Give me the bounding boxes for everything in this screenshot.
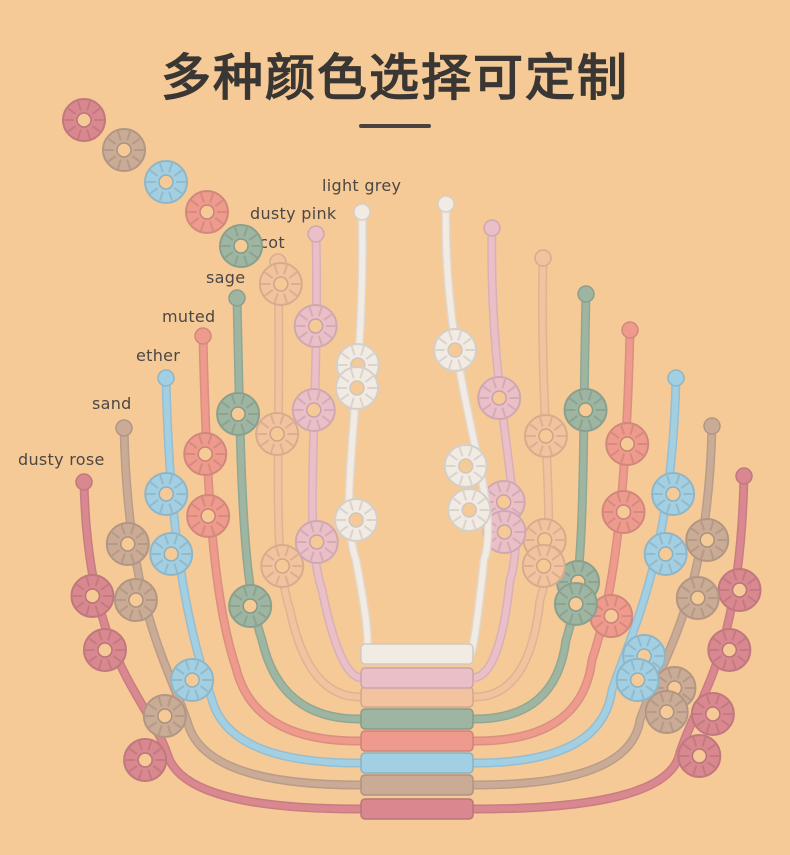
flower-clip [443,444,488,488]
title-divider [359,124,431,128]
flower-clip [144,160,188,204]
strap-dusty-rose [62,98,762,820]
strap-muted [183,190,650,752]
strap-connector-bar [360,752,474,774]
flower-clip [521,544,566,588]
flower-clip [183,432,228,476]
strap-cord-highlight [81,473,747,812]
flower-clip [651,472,696,516]
flower-clip [294,520,339,564]
flower-clip [523,414,568,458]
flower-clip [62,98,106,142]
strap-sage [216,224,608,730]
flower-clip [82,628,127,672]
strap-end-knob [703,417,721,435]
strap-apricot [255,249,568,708]
strap-cord [307,223,520,683]
flower-clip [113,578,158,622]
strap-end-knob [307,225,325,243]
flower-clip [677,734,722,778]
flower-clip [258,262,303,306]
strap-end-knob [534,249,552,267]
strap-end-knob [483,219,501,237]
strap-end-knob [621,321,639,339]
page-title: 多种颜色选择可定制 [161,49,629,107]
flower-clip [433,328,478,372]
flower-clip [105,522,150,566]
flower-clip [142,694,187,738]
strap-end-knob [115,419,133,437]
flower-clip [605,422,650,466]
flower-clip [219,224,263,268]
flower-clip [335,366,380,410]
flower-clip [70,574,115,618]
flower-clip [291,388,336,432]
strap-sand [102,128,730,796]
flower-clip [260,544,305,588]
flower-clip [675,576,720,620]
flower-clip [149,532,194,576]
strap-ether [144,160,696,774]
strap-end-knob [157,369,175,387]
strap-cord [344,199,493,659]
color-label-sand: sand [92,394,132,413]
color-label-dusty-pink: dusty pink [250,204,337,223]
flower-clip [589,594,634,638]
strap-end-knob [735,467,753,485]
flower-clip [643,532,688,576]
flower-clip [123,738,168,782]
strap-cord-highlight [309,225,519,681]
flower-clip [685,518,730,562]
strap-end-knob [577,285,595,303]
color-label-ether: ether [136,346,181,365]
flower-clip [228,584,273,628]
flower-clip [216,392,261,436]
flower-clip [553,582,598,626]
flower-clip [717,568,762,612]
strap-end-knob [228,289,246,307]
strap-end-knob [667,369,685,387]
flower-clip [690,692,735,736]
flower-clip [601,490,646,534]
color-label-dusty-rose: dusty rose [18,450,105,469]
flower-clip [170,658,215,702]
strap-connector-bar [360,667,474,689]
flower-clip [334,498,379,542]
flower-clip [644,690,689,734]
strap-end-knob [194,327,212,345]
strap-end-knob [353,203,371,221]
flower-clip [255,412,300,456]
strap-dusty-pink [291,219,527,689]
flower-clip [707,628,752,672]
flower-clip [615,658,660,702]
flower-clip [293,304,338,348]
color-label-sage: sage [206,268,246,287]
flower-clip [477,376,522,420]
strap-connector-bar [360,686,474,708]
flower-clip [144,472,189,516]
strap-connector-bar [360,774,474,796]
color-label-light-grey: light grey [322,176,402,195]
strap-cord-highlight [200,327,633,744]
strap-light-grey [334,195,493,665]
color-label-muted: muted [162,307,216,326]
strap-connector-bar [360,708,474,730]
strap-end-knob [437,195,455,213]
strap-connector-bar [360,798,474,820]
flower-clip [563,388,608,432]
strap-connector-bar [360,730,474,752]
flower-clip [186,494,231,538]
flower-clip [447,488,492,532]
flower-clip [102,128,146,172]
flower-clip [185,190,229,234]
strap-end-knob [75,473,93,491]
strap-connector-bar [360,643,474,665]
